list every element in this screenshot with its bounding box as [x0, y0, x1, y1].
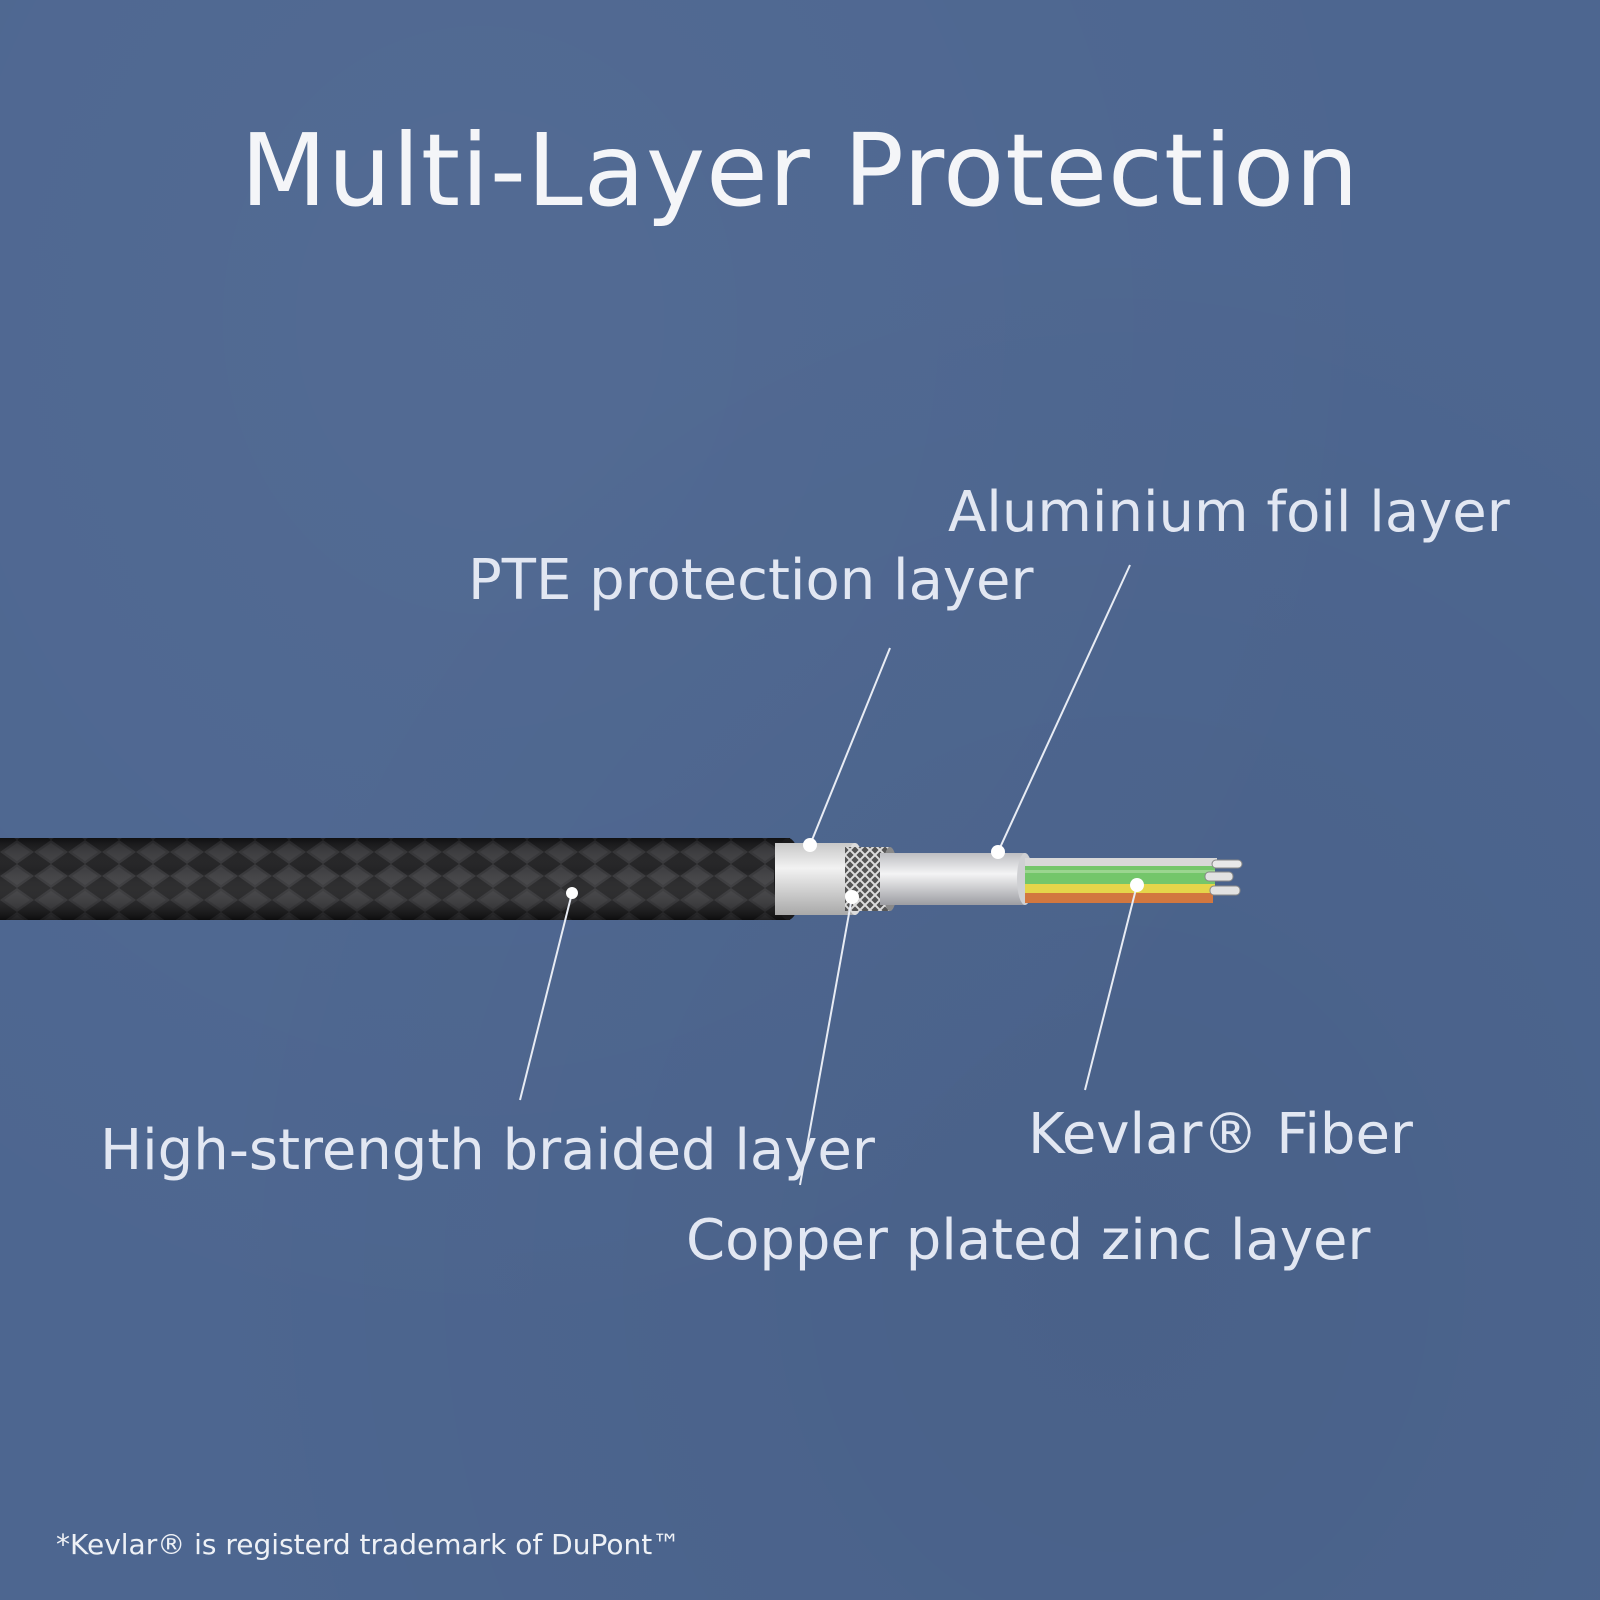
label-braided-layer: High-strength braided layer — [100, 1118, 875, 1183]
wire-green — [1025, 866, 1215, 884]
aluminium-foil-layer — [880, 853, 1025, 905]
wire-orange — [1025, 893, 1213, 903]
label-aluminium-foil-layer: Aluminium foil layer — [948, 480, 1510, 545]
wire-white — [1025, 858, 1217, 866]
callout-lines — [519, 564, 1144, 1186]
label-pte-protection-layer: PTE protection layer — [468, 548, 1034, 613]
pte-protection-layer — [775, 843, 855, 915]
label-kevlar-fiber: Kevlar® Fiber — [1028, 1102, 1413, 1167]
label-copper-zinc-layer: Copper plated zinc layer — [686, 1208, 1371, 1273]
trademark-footnote: *Kevlar® is registerd trademark of DuPon… — [56, 1528, 681, 1561]
wire-yellow — [1025, 884, 1215, 893]
kevlar-fiber — [1025, 870, 1215, 873]
page-title: Multi-Layer Protection — [240, 112, 1360, 229]
cable-illustration — [0, 838, 1243, 920]
